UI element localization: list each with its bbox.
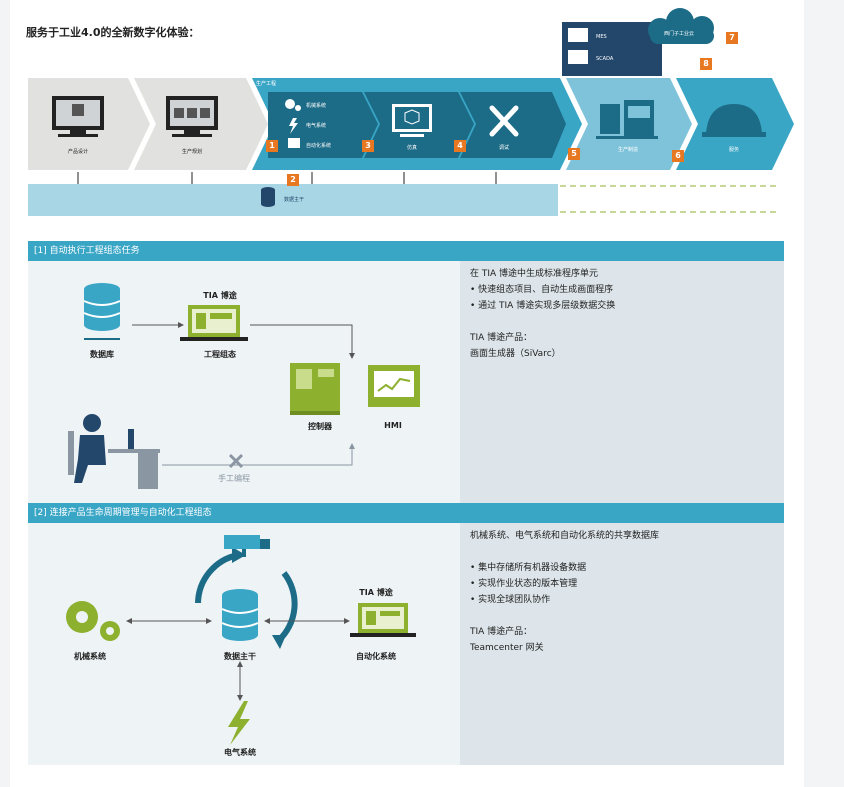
monitor-icon-design <box>52 96 104 137</box>
label-mes: MES <box>596 34 607 40</box>
label-product-design: 产品设计 <box>67 149 88 155</box>
section1-product-title: TIA 博途产品： <box>470 333 533 343</box>
monitor-icon-planning <box>166 96 218 137</box>
cad-machine-icon <box>224 535 270 557</box>
badge-4: 4 <box>454 140 466 152</box>
label-electrical: 电气系统 <box>306 123 327 129</box>
lightning-icon <box>228 701 250 745</box>
section2-product-title: TIA 博途产品： <box>470 627 533 637</box>
section1-header: [1] 自动执行工程组态任务 <box>28 241 784 261</box>
label-production-planning: 生产规划 <box>181 149 202 155</box>
gear-icon-small <box>285 99 301 111</box>
database-icon-central <box>221 589 259 641</box>
machine-icon <box>596 100 658 139</box>
label-database: 数据库 <box>90 350 114 359</box>
label-hmi: HMI <box>384 421 402 430</box>
badge-8: 8 <box>700 58 712 70</box>
simulation-monitor-icon <box>392 104 432 137</box>
label-automation: 自动化系统 <box>306 143 332 149</box>
section1-diagram <box>68 283 420 489</box>
flow-diagram <box>28 8 794 216</box>
desk-icon <box>108 429 160 489</box>
label-engineering: 工程组态 <box>204 350 236 359</box>
cross-icon <box>228 453 244 469</box>
label-scada: SCADA <box>596 56 614 62</box>
label-data-backbone: 数据主干 <box>284 197 305 203</box>
hmi-icon <box>368 365 420 407</box>
helmet-icon <box>706 104 762 134</box>
arrow-tia-controller <box>250 324 353 353</box>
section2-bullet-2: • 实现作业状态的版本管理 <box>470 579 578 589</box>
label-cloud: 西门子工业云 <box>664 31 695 37</box>
label-commissioning: 调试 <box>498 145 509 151</box>
section2-heading: 机械系统、电气系统和自动化系统的共享数据库 <box>470 531 660 541</box>
page-title: 服务于工业4.0的全新数字化体验： <box>26 26 200 39</box>
section2-bullet-1: • 集中存储所有机器设备数据 <box>470 563 587 573</box>
scada-monitor-icon <box>568 50 588 64</box>
laptop-icon-2 <box>350 603 416 637</box>
label-backbone: 数据主干 <box>224 652 256 661</box>
section2-product: Teamcenter 网关 <box>470 643 544 653</box>
section1-right-panel <box>460 261 784 503</box>
tools-icon <box>489 105 519 137</box>
section2-right-text: 机械系统、电气系统和自动化系统的共享数据库 • 集中存储所有机器设备数据 • 实… <box>470 528 780 656</box>
gears-icon <box>66 601 120 641</box>
person-icon <box>68 414 106 483</box>
label-production-exec: 生产制造 <box>617 147 638 153</box>
database-icon-backbone <box>261 187 275 207</box>
cycle-arrow-left <box>195 552 239 604</box>
label-mechanical: 机械系统 <box>74 652 106 661</box>
controller-icon <box>290 363 340 415</box>
cycle-arrow-right <box>275 571 298 644</box>
laptop-icon <box>180 305 248 341</box>
chevron-commissioning <box>460 92 566 158</box>
label-electrical: 电气系统 <box>224 748 256 757</box>
label-manual: 手工编程 <box>218 474 250 483</box>
manual-line <box>162 447 353 466</box>
badge-7: 7 <box>726 32 738 44</box>
badge-3: 3 <box>362 140 374 152</box>
badge-6: 6 <box>672 150 684 162</box>
label-automation-system: 自动化系统 <box>356 652 396 661</box>
section1-product: 画面生成器（SiVarc） <box>470 349 561 359</box>
label-controller: 控制器 <box>308 422 332 431</box>
automation-icon-small <box>288 138 300 148</box>
label-tia-2: TIA 博途 <box>359 588 393 597</box>
section1-heading: 在 TIA 博途中生成标准程序单元 <box>470 269 599 279</box>
label-service: 服务 <box>728 147 739 153</box>
badge-1: 1 <box>266 140 278 152</box>
data-backbone-bar <box>28 184 558 216</box>
label-engineering-group: 生产工程 <box>256 81 277 87</box>
mes-monitor-icon <box>568 28 588 42</box>
section1-right-text: 在 TIA 博途中生成标准程序单元 • 快速组态项目、自动生成画面程序 • 通过… <box>470 266 780 362</box>
section2-diagram <box>66 535 416 745</box>
badge-5: 5 <box>568 148 580 160</box>
section1-bullet-2: • 通过 TIA 博途实现多层级数据交换 <box>470 301 616 311</box>
section2-bullet-3: • 实现全球团队协作 <box>470 595 551 605</box>
section2-right-panel <box>460 523 784 765</box>
section2-header: [2] 连接产品生命周期管理与自动化工程组态 <box>28 503 784 523</box>
database-icon <box>83 283 121 331</box>
cloud-icon <box>648 8 714 44</box>
backbone-arrows <box>77 172 497 184</box>
lightning-icon-small <box>289 118 298 134</box>
section1-bullet-1: • 快速组态项目、自动生成画面程序 <box>470 285 614 295</box>
label-simulation: 仿真 <box>406 145 417 151</box>
label-mechanical: 机械系统 <box>306 103 327 109</box>
badge-2: 2 <box>287 174 299 186</box>
label-tia-1: TIA 博途 <box>203 291 237 300</box>
